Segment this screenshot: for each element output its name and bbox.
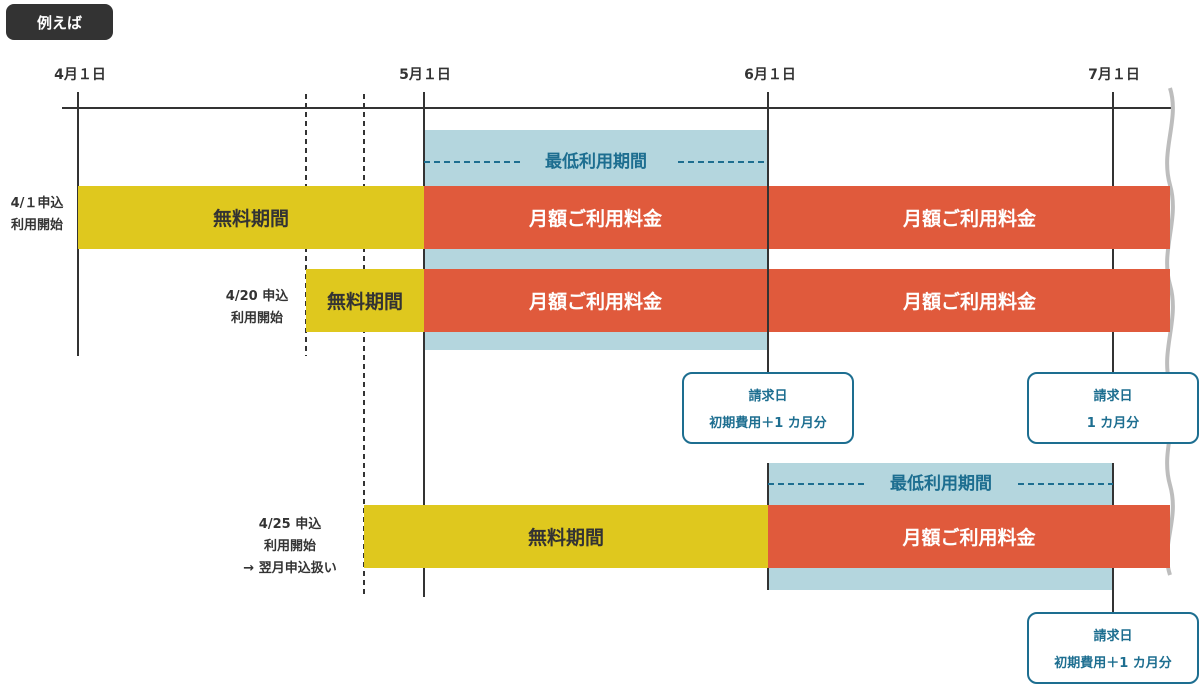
free-period-bar-1: 無料期間 [78,186,424,249]
app-start-apr25: 利用開始 [263,539,316,554]
app-date-apr20: 4/20 申込 [225,289,289,304]
billing-detail-jul1: 1 カ月分 [1086,416,1140,431]
fee-bar-1b: 月額ご利用料金 [769,186,1170,249]
app-start-apr20: 利用開始 [230,311,283,326]
fee-bar-1a: 月額ご利用料金 [424,186,767,249]
fee-bar-3: 月額ご利用料金 [768,505,1170,568]
app-date-apr25: 4/25 申込 [258,517,322,532]
app-label-apr20: 4/20 申込 利用開始 [212,286,302,330]
billing-detail-jun1: 初期費用＋1 カ月分 [709,416,827,431]
wavy-edge [1165,87,1175,576]
app-start-apr1: 利用開始 [10,218,63,233]
fee-bar-2b: 月額ご利用料金 [769,269,1170,332]
billing-box-jun1: 請求日 初期費用＋1 カ月分 [682,372,854,444]
example-tag: 例えば [6,4,113,40]
app-note-apr25: → 翌月申込扱い [243,561,337,576]
date-label-may1: 5月１日 [399,67,451,83]
billing-title-jul1-late: 請求日 [1093,629,1133,644]
date-label-jul1: 7月１日 [1088,67,1140,83]
min-period-label-2: 最低利用期間 [884,473,998,495]
date-label-apr1: 4月１日 [54,67,106,83]
min-period-label-1: 最低利用期間 [539,151,653,173]
free-period-bar-3: 無料期間 [364,505,768,568]
date-label-jun1: 6月１日 [744,67,796,83]
billing-box-jul1: 請求日 1 カ月分 [1027,372,1199,444]
fee-bar-2a: 月額ご利用料金 [424,269,767,332]
app-label-apr1: 4/１申込 利用開始 [0,193,74,237]
app-label-apr25: 4/25 申込 利用開始 → 翌月申込扱い [222,514,358,580]
billing-box-jul1-late: 請求日 初期費用＋1 カ月分 [1027,612,1199,684]
app-date-apr1: 4/１申込 [10,196,64,211]
billing-title-jun1: 請求日 [748,389,788,404]
billing-detail-jul1-late: 初期費用＋1 カ月分 [1054,656,1172,671]
free-period-bar-2: 無料期間 [306,269,424,332]
billing-title-jul1: 請求日 [1093,389,1133,404]
